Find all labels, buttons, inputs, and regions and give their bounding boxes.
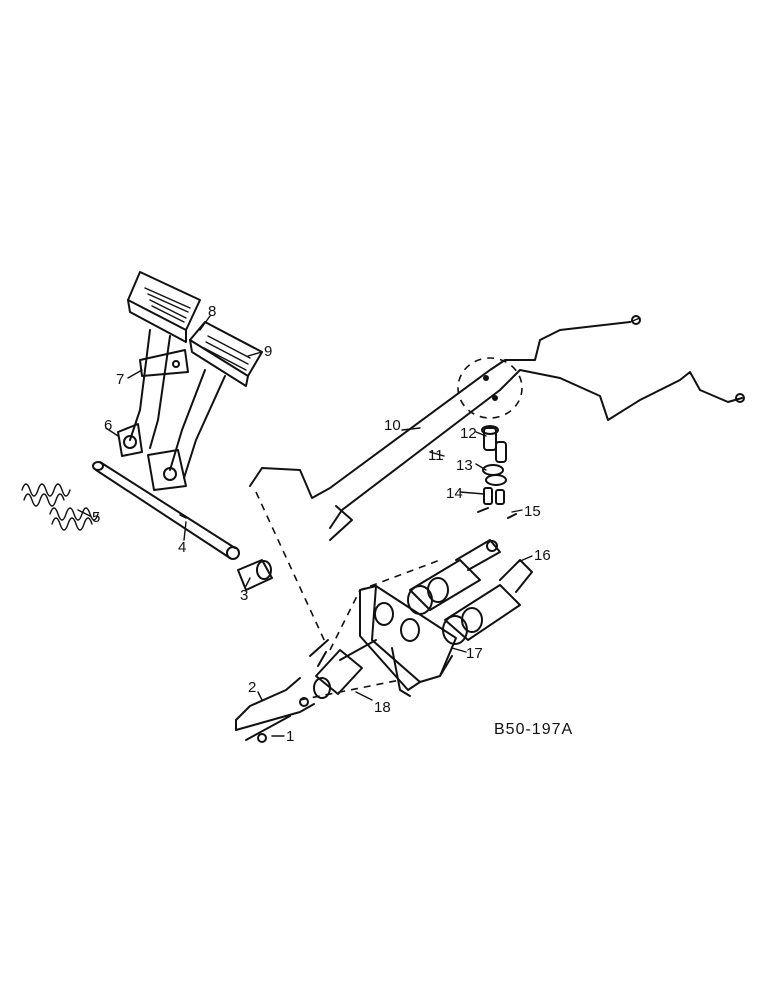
callout-14: 14 (446, 485, 463, 502)
connection-line-b (329, 559, 441, 651)
return-springs (21, 483, 99, 531)
clutch-line (235, 677, 315, 743)
callout-16: 16 (534, 547, 551, 564)
clutch-master-cylinder (309, 639, 377, 699)
connection-line-c (299, 679, 401, 701)
pedal-hub-left (117, 423, 143, 457)
pedal-assembly (117, 271, 263, 491)
mounting-bracket (359, 585, 457, 697)
reference-code: B50-197A (494, 721, 573, 738)
callout-13: 13 (456, 457, 473, 474)
callout-18: 18 (374, 699, 391, 716)
callout-9: 9 (264, 343, 272, 360)
brake-line-lower (329, 369, 745, 541)
right-pedal-pad (189, 321, 263, 387)
left-pedal-arm (129, 329, 151, 441)
connection-line-a (255, 491, 327, 645)
callout-11: 11 (428, 447, 444, 464)
callout-15: 15 (524, 503, 541, 520)
cross-shaft (92, 461, 240, 560)
callout-12: 12 (460, 425, 477, 442)
callout-4: 4 (178, 539, 186, 556)
tee-junction-detail (457, 357, 523, 419)
master-cylinders (407, 539, 533, 645)
callout-7: 7 (116, 371, 124, 388)
left-pedal-pad (127, 271, 201, 343)
callout-5: 5 (92, 509, 100, 526)
pedal-hub-right (147, 449, 187, 491)
callout-17: 17 (466, 645, 483, 662)
brake-line-upper (249, 315, 641, 499)
callout-6: 6 (104, 417, 112, 434)
fitting-bolt (483, 427, 497, 451)
callout-leaders (77, 315, 533, 737)
callout-1: 1 (286, 728, 294, 745)
callout-3: 3 (240, 587, 248, 604)
callout-10: 10 (384, 417, 401, 434)
callout-2: 2 (248, 679, 256, 696)
shaft-bushing (237, 559, 273, 591)
right-pedal-arm (169, 369, 206, 471)
callout-8: 8 (208, 303, 216, 320)
fittings-stack (477, 425, 517, 519)
